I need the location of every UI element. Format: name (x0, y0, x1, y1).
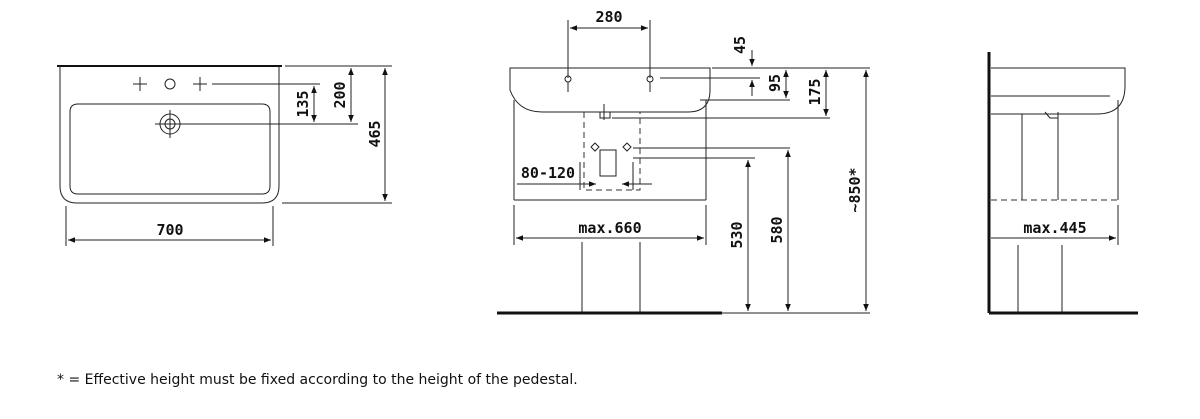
front-pedestal-hidden (583, 112, 641, 191)
side-basin-body (991, 67, 1126, 115)
front-trap (599, 149, 617, 177)
tap-hole-center (164, 78, 176, 90)
footnote: * = Effective height must be fixed accor… (57, 372, 578, 388)
dim-label-80-120: 80-120 (521, 164, 575, 182)
dim-label-45: 45 (731, 36, 749, 54)
tap-hole-left (133, 77, 147, 91)
trap-fixing-right (622, 142, 632, 152)
dim-label-465: 465 (366, 120, 384, 147)
dim-label-95: 95 (766, 74, 784, 92)
front-tap-left (564, 75, 572, 92)
top-view: 700 465 200 135 (57, 65, 392, 246)
dim-label-700: 700 (156, 221, 183, 239)
tap-hole-right (193, 77, 207, 91)
dim-label-530: 530 (728, 221, 746, 248)
front-basin-body (509, 67, 711, 113)
trap-fixing-left (590, 142, 600, 152)
dim-label-135: 135 (294, 90, 312, 117)
dim-label-200: 200 (331, 81, 349, 108)
front-waste-box (599, 111, 611, 119)
dim-label-580: 580 (768, 216, 786, 243)
front-tap-right (646, 75, 654, 92)
basin-outline (59, 66, 280, 204)
front-view: 280 45 95 175 80-120 max.660 530 580 ~85… (497, 8, 870, 315)
bowl-outline (69, 103, 271, 195)
dim-label-175: 175 (806, 78, 824, 105)
dim-label-280: 280 (595, 8, 622, 26)
dim-label-850: ~850* (846, 167, 864, 212)
dim-label-max445: max.445 (1023, 219, 1086, 237)
side-waste (1044, 111, 1059, 119)
side-view: max.445 (987, 52, 1138, 315)
dim-label-max660: max.660 (578, 219, 641, 237)
